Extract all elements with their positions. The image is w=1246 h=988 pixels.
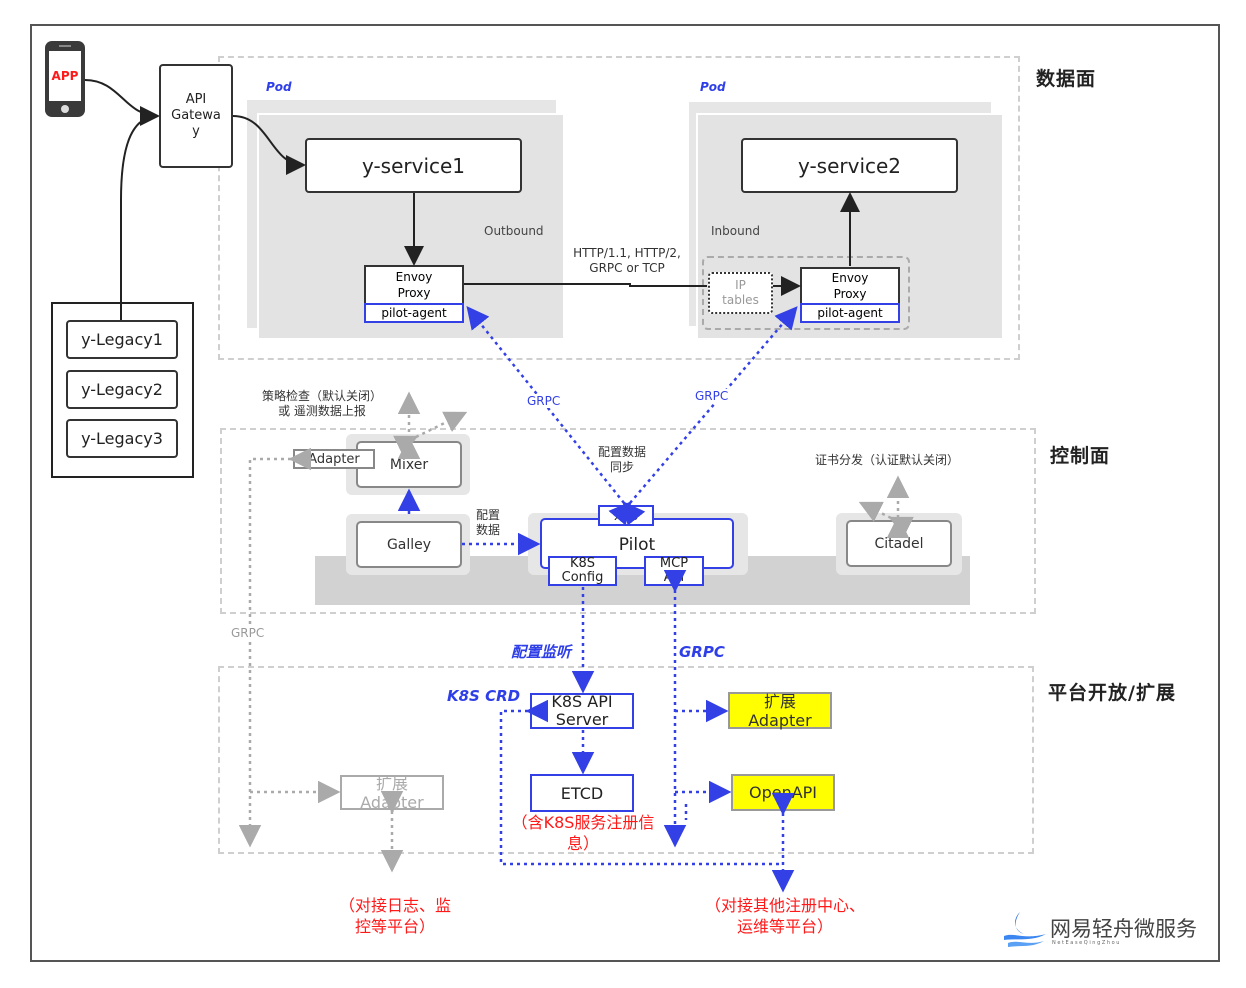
openapi[interactable]: OpenAPI: [731, 774, 835, 811]
pod-label-1: Pod: [266, 80, 292, 94]
legacy-service-1[interactable]: y-Legacy1: [66, 320, 178, 359]
service-2[interactable]: y-service2: [741, 138, 958, 193]
xds[interactable]: xDS: [598, 505, 654, 526]
control-plane-title: 控制面: [1050, 445, 1111, 467]
data-plane-title: 数据面: [1036, 68, 1097, 90]
outbound-label: Outbound: [484, 224, 544, 238]
app-label: APP: [51, 69, 79, 83]
citadel-note: 证书分发（认证默认关闭）: [815, 453, 960, 467]
platform-title: 平台开放/扩展: [1048, 682, 1176, 704]
protocols-label: HTTP/1.1, HTTP/2,GRPC or TCP: [573, 246, 681, 275]
mixer-note: 策略检查（默认关闭）或 遥测数据上报: [262, 389, 383, 418]
config-data-label: 配置数据: [476, 508, 501, 537]
config-sync-label: 配置数据同步: [598, 445, 647, 474]
logs-platform-note: （对接日志、监控等平台）: [338, 896, 451, 936]
api-gateway[interactable]: API Gatewa y: [159, 64, 233, 168]
etcd-note: （含K8S服务注册信息）: [511, 813, 655, 853]
brand-logo: [1002, 910, 1048, 948]
legacy-service-2[interactable]: y-Legacy2: [66, 370, 178, 409]
grpc-label-left: GRPC: [527, 394, 561, 408]
registry-platform-note: （对接其他注册中心、运维等平台）: [704, 896, 865, 936]
grpc-label-platform: GRPC: [679, 643, 725, 661]
inbound-sidecar-group: [702, 256, 910, 330]
pilot-agent-1[interactable]: pilot-agent: [364, 303, 464, 323]
pod-label-2: Pod: [700, 80, 726, 94]
grpc-label-gray: GRPC: [231, 626, 265, 641]
pilot-agent-2[interactable]: pilot-agent: [800, 303, 900, 323]
citadel[interactable]: Citadel: [846, 520, 952, 567]
etcd[interactable]: ETCD: [530, 774, 634, 812]
service-1[interactable]: y-service1: [305, 138, 522, 193]
boat-logo-icon: [1004, 912, 1046, 947]
galley[interactable]: Galley: [356, 521, 462, 568]
grpc-label-right: GRPC: [695, 389, 729, 403]
inbound-label: Inbound: [711, 224, 760, 238]
mixer-adapter[interactable]: Adapter: [293, 449, 375, 469]
brand-subtitle: N e t E a s e Q i n g Z h o u: [1052, 940, 1120, 946]
legacy-service-3[interactable]: y-Legacy3: [66, 419, 178, 458]
brand-name: 网易轻舟微服务: [1050, 917, 1197, 941]
config-watch-label: 配置监听: [511, 643, 572, 661]
phone-icon: APP: [45, 41, 85, 117]
k8s-crd-label: K8S CRD: [447, 687, 521, 705]
diagram-frame: [30, 24, 1220, 962]
